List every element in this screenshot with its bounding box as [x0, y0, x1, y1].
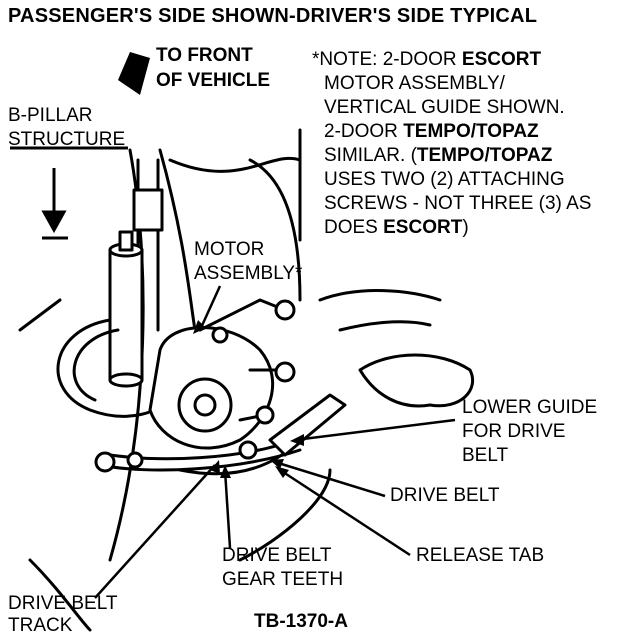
note-line-4: 2-DOOR TEMPO/TOPAZ	[324, 121, 539, 142]
note-line-6: USES TWO (2) ATTACHING	[324, 169, 565, 190]
label-lower-guide-1: LOWER GUIDE	[462, 397, 598, 418]
label-track-2: TRACK	[8, 615, 73, 636]
note-line-8: DOES ESCORT)	[324, 217, 469, 238]
label-gear-teeth-2: GEAR TEETH	[222, 569, 344, 590]
note-line-5: SIMILAR. (TEMPO/TOPAZ	[324, 145, 553, 166]
label-lower-guide-3: BELT	[462, 445, 509, 466]
front-arrow-icon	[118, 52, 150, 95]
note-line-7: SCREWS - NOT THREE (3) AS	[324, 193, 592, 214]
note-line-3: VERTICAL GUIDE SHOWN.	[324, 97, 565, 118]
label-gear-teeth-1: DRIVE BELT	[222, 545, 332, 566]
label-b-pillar-2: STRUCTURE	[8, 129, 126, 150]
label-b-pillar-1: B-PILLAR	[8, 105, 93, 126]
label-release-tab: RELEASE TAB	[416, 545, 545, 566]
front-arrow-line2: OF VEHICLE	[156, 70, 271, 91]
front-arrow-line1: TO FRONT	[156, 45, 253, 66]
note-line-2: MOTOR ASSEMBLY/	[324, 73, 505, 94]
figure-id: TB-1370-A	[254, 611, 348, 632]
label-track-1: DRIVE BELT	[8, 593, 118, 614]
label-drive-belt: DRIVE BELT	[390, 485, 500, 506]
note-line-1: *NOTE: 2-DOOR ESCORT	[312, 49, 542, 70]
label-motor-2: ASSEMBLY*	[194, 263, 303, 284]
label-motor-1: MOTOR	[194, 239, 265, 260]
label-lower-guide-2: FOR DRIVE	[462, 421, 566, 442]
diagram-header: PASSENGER'S SIDE SHOWN-DRIVER'S SIDE TYP…	[8, 5, 538, 27]
